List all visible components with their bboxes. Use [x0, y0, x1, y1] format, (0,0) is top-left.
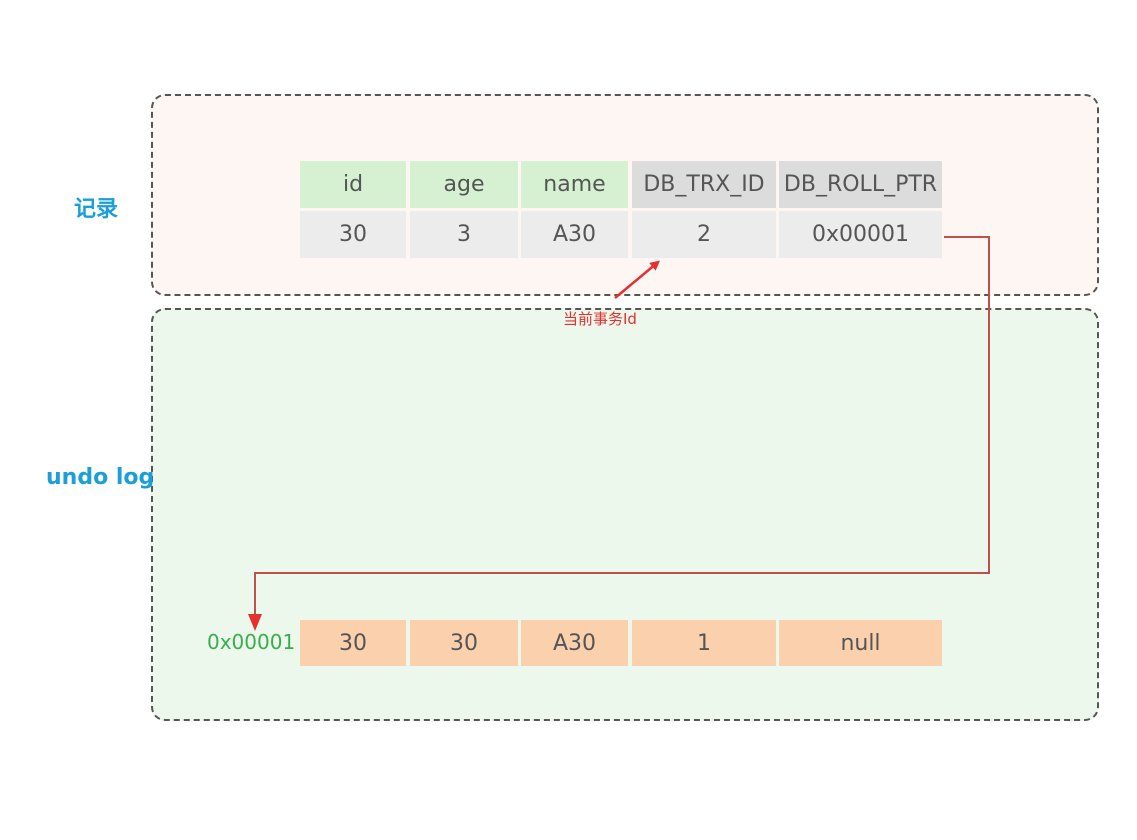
- roll-ptr-connector: [254, 236, 990, 618]
- undo-log-label: undo log: [46, 465, 155, 490]
- record-id-cell: 30: [300, 211, 406, 258]
- record-trx-id-cell: 2: [632, 211, 776, 258]
- header-db-trx-id: DB_TRX_ID: [632, 161, 776, 208]
- current-trx-id-annotation: 当前事务Id: [563, 310, 637, 328]
- header-name: name: [521, 161, 628, 208]
- undo-address-label: 0x00001: [207, 630, 296, 654]
- roll-ptr-arrowhead: [248, 614, 262, 631]
- header-age: age: [410, 161, 518, 208]
- undo-id-cell: 30: [300, 620, 406, 666]
- undo-roll-ptr-cell: null: [779, 620, 942, 666]
- header-id: id: [300, 161, 406, 208]
- undo-trx-id-cell: 1: [632, 620, 776, 666]
- header-db-roll-ptr: DB_ROLL_PTR: [779, 161, 942, 208]
- current-trx-arrow: [614, 260, 661, 299]
- record-label: 记录: [74, 197, 119, 222]
- undo-name-cell: A30: [521, 620, 628, 666]
- record-name-cell: A30: [521, 211, 628, 258]
- undo-age-cell: 30: [410, 620, 518, 666]
- record-age-cell: 3: [410, 211, 518, 258]
- record-roll-ptr-cell: 0x00001: [779, 211, 942, 258]
